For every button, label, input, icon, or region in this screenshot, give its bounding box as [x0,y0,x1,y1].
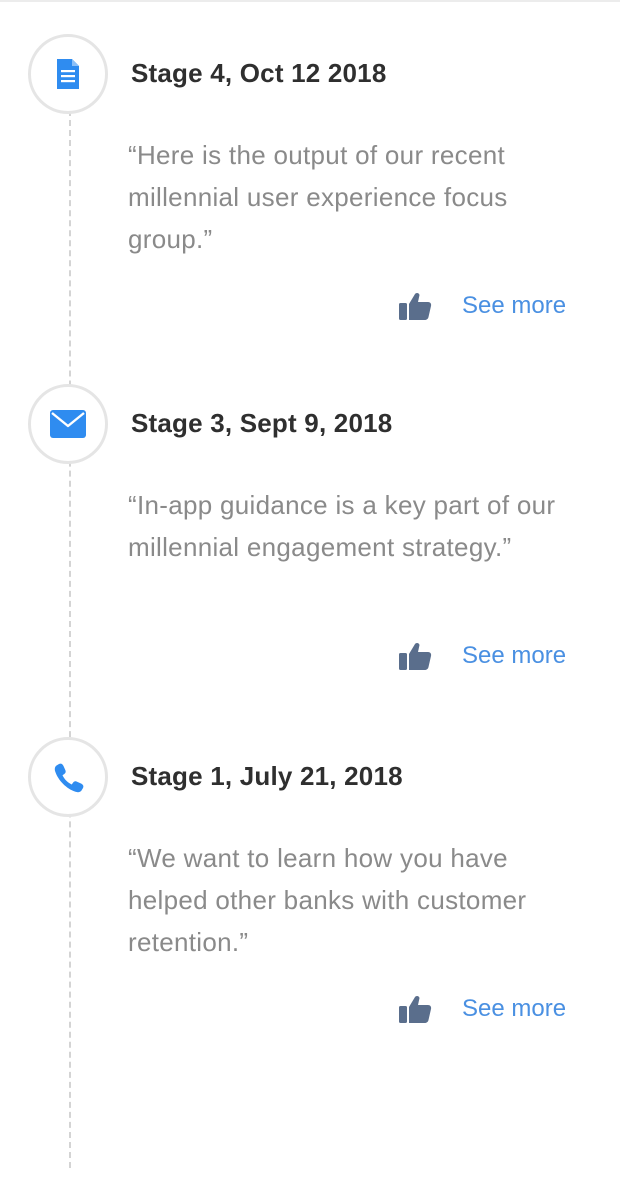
timeline-entry: Stage 4, Oct 12 2018 “Here is the output… [0,34,620,364]
entry-actions: See more [396,989,566,1029]
phone-icon [28,737,108,817]
entry-title: Stage 4, Oct 12 2018 [131,58,387,88]
entry-quote: “We want to learn how you have helped ot… [128,843,527,957]
top-divider [0,0,620,2]
entry-title: Stage 3, Sept 9, 2018 [131,408,393,438]
see-more-link[interactable]: See more [462,642,567,669]
envelope-icon [28,384,108,464]
entry-actions: See more [396,286,566,326]
thumbs-up-icon[interactable] [396,637,434,675]
thumbs-up-icon[interactable] [396,287,434,325]
timeline-entry: Stage 3, Sept 9, 2018 “In-app guidance i… [0,384,620,714]
entry-title: Stage 1, July 21, 2018 [131,761,403,791]
timeline-connector [69,110,71,1168]
thumbs-up-icon[interactable] [396,990,434,1028]
see-more-link[interactable]: See more [462,995,567,1022]
entry-quote: “Here is the output of our recent millen… [128,140,508,254]
see-more-link[interactable]: See more [462,292,567,319]
timeline-entry: Stage 1, July 21, 2018 “We want to learn… [0,737,620,1067]
entry-actions: See more [396,636,566,676]
document-icon [28,34,108,114]
entry-quote: “In-app guidance is a key part of our mi… [128,490,556,562]
